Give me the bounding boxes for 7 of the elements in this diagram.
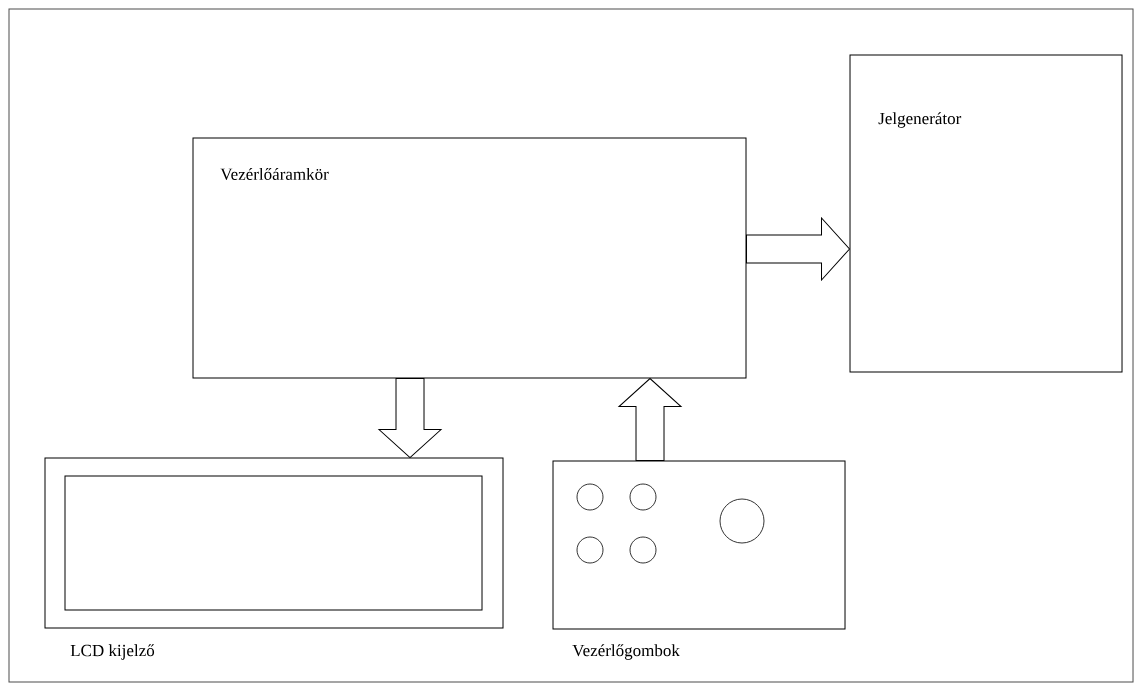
caption-label: Vezérlőgombok xyxy=(572,644,680,660)
generator-block: Jelgenerátor xyxy=(849,54,1123,373)
controller-block: Vezérlőáramkör xyxy=(192,137,747,379)
block-arrow xyxy=(746,217,850,281)
block-arrow xyxy=(618,378,682,461)
caption-label: LCD kijelző xyxy=(70,644,155,660)
block-arrow xyxy=(378,378,442,458)
